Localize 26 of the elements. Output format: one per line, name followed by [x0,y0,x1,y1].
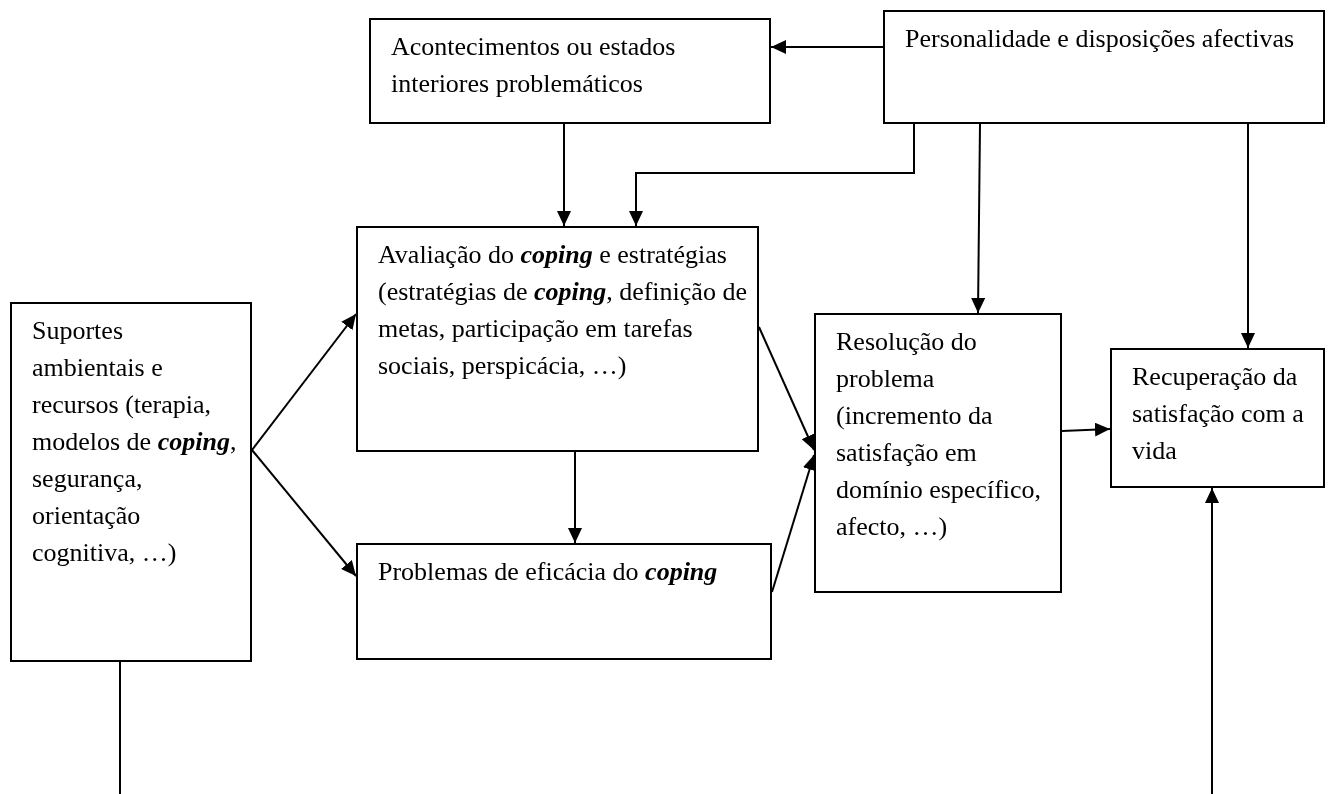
box-text: Resolução do problema (incremento da satisfação em domínio específico, afecto, …) [836,326,1043,543]
process-box [356,226,759,452]
box-text: Problemas de eficácia do coping [378,556,719,588]
box-text: Acontecimentos ou estados interiores problemáticos [391,31,677,100]
connector-line [119,661,121,794]
arrow [629,123,915,227]
box-text: Personalidade e disposições afectivas [905,23,1296,55]
box-text: Recuperação da satisfação com a vida [1132,361,1305,467]
process-box [814,313,1062,593]
arrow [971,123,986,314]
box-text: Avaliação do coping e estratégias (estratégias de coping, definição de metas, participação em tarefas sociais, perspicácia, …) [378,239,748,382]
process-box [1110,348,1325,488]
arrow [1061,422,1111,437]
process-box [356,543,772,660]
arrow [251,449,357,577]
process-box [883,10,1325,124]
process-box [10,302,252,662]
arrow [1241,123,1255,349]
arrow [770,40,884,54]
process-box [369,18,771,124]
box-text: Suportes ambientais e recursos (terapia, modelos de coping, segurança, orientação cognitiva, …) [32,315,238,569]
arrow [1205,487,1219,794]
arrow [568,451,582,544]
arrow [557,123,571,227]
arrow [251,313,357,451]
arrow [758,326,815,451]
